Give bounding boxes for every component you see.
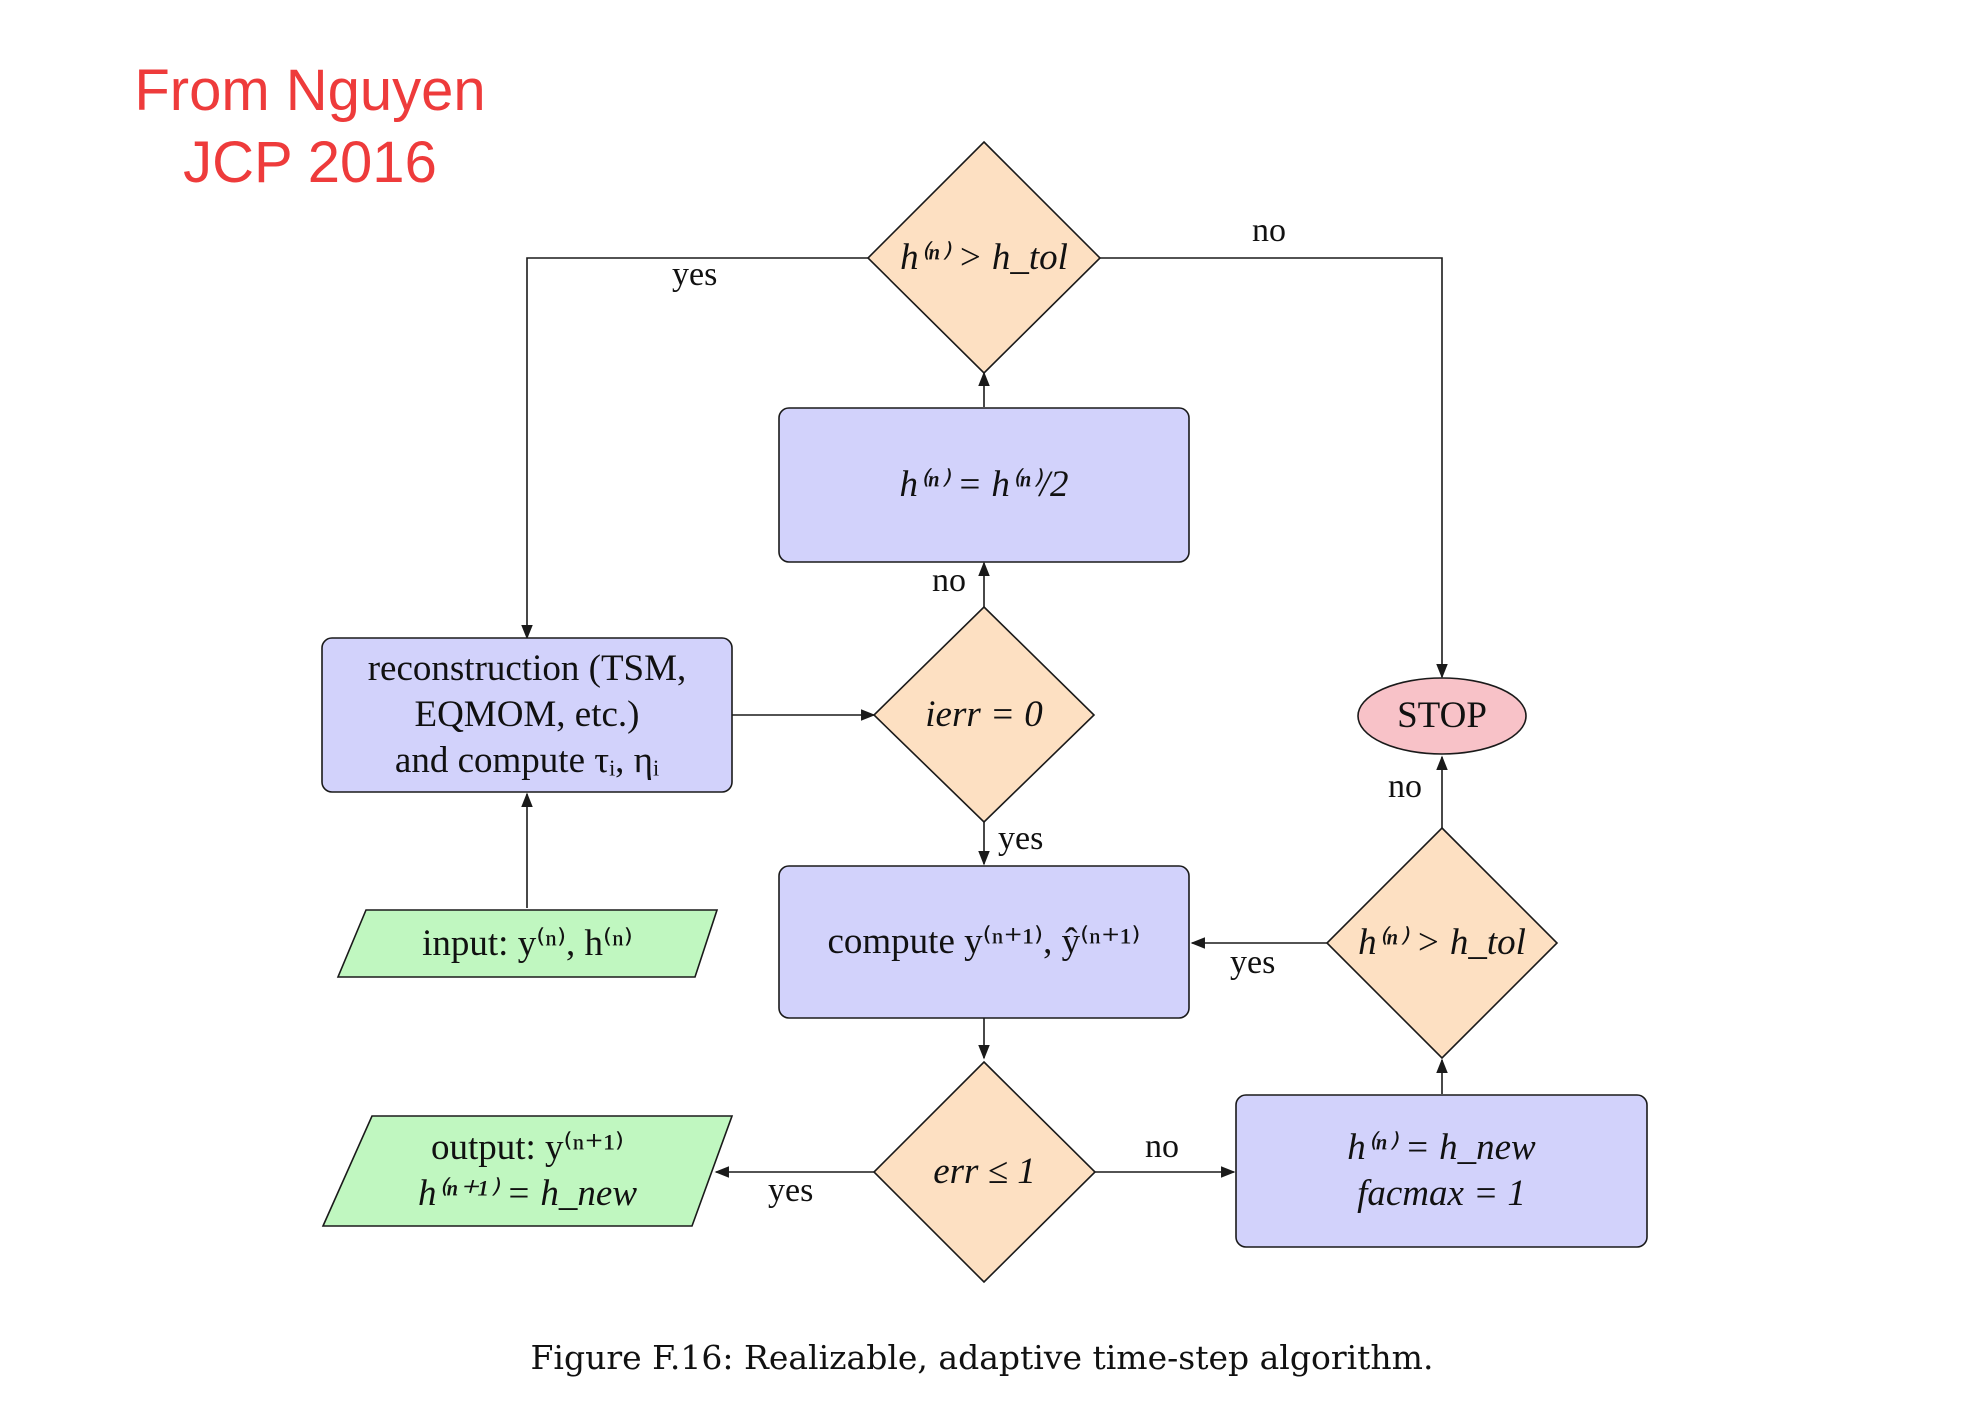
compute-box bbox=[778, 865, 1190, 1019]
figure-caption: Figure F.16: Realizable, adaptive time-s… bbox=[530, 1338, 1434, 1377]
reconstruction-box bbox=[321, 637, 733, 793]
err-decision-shape bbox=[872, 1060, 1097, 1284]
source-note: From Nguyen JCP 2016 bbox=[110, 55, 510, 199]
edge-label-err-no: no bbox=[1145, 1128, 1179, 1165]
update-box bbox=[1235, 1094, 1648, 1248]
source-note-line1: From Nguyen bbox=[134, 58, 486, 123]
output-parallelogram bbox=[321, 1115, 734, 1227]
edge-top-decision-no bbox=[1100, 257, 1448, 679]
edge-label-err-yes: yes bbox=[768, 1172, 814, 1209]
right-decision-shape bbox=[1325, 826, 1559, 1060]
decision-top-shape bbox=[866, 140, 1102, 375]
edge-label-ierr-no: no bbox=[932, 562, 966, 599]
halve-step-box bbox=[778, 407, 1190, 563]
source-note-line2: JCP 2016 bbox=[183, 130, 437, 195]
stop-ellipse bbox=[1357, 677, 1527, 755]
ierr-decision-shape bbox=[872, 605, 1096, 824]
edge-label-ierr-yes: yes bbox=[998, 820, 1044, 857]
edge-label-right-no: no bbox=[1388, 768, 1422, 805]
edge-label-right-yes: yes bbox=[1230, 944, 1276, 981]
edge-label-top-no: no bbox=[1252, 212, 1286, 249]
input-parallelogram bbox=[336, 909, 719, 978]
edge-label-top-yes: yes bbox=[672, 256, 718, 293]
edge-top-decision-yes bbox=[521, 257, 868, 640]
